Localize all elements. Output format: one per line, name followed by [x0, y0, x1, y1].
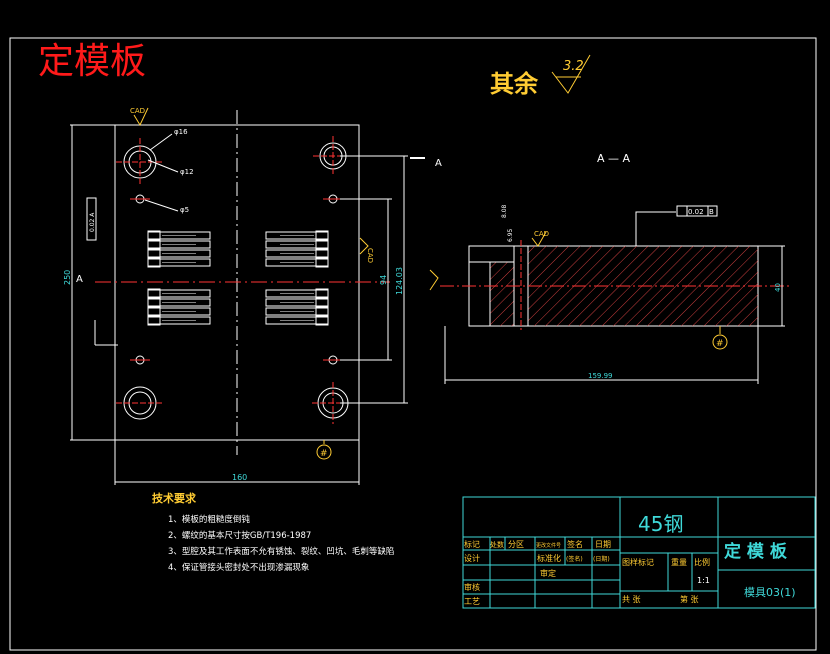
cell-ratio: 比例	[694, 557, 710, 567]
cell-process: 工艺	[464, 597, 480, 606]
tolerance-frame-side	[86, 197, 97, 241]
cell-total: 共 张	[622, 595, 641, 604]
tech-item: 1、模板的粗糙度倒钝	[168, 514, 250, 525]
datum-symbol-section-icon	[712, 334, 728, 350]
dim-section-top2: 8.08	[501, 204, 508, 218]
cell-sign: 签名	[567, 539, 583, 549]
cell-design: 设计	[464, 553, 480, 563]
cad-roughness-left-icon	[429, 269, 439, 291]
drawing-number: 模具03(1)	[744, 586, 796, 599]
tech-title: 技术要求	[152, 491, 197, 505]
front-view: 250 160 94 124.03 φ16 φ12 φ5 CAD CAD A	[63, 107, 442, 485]
dim-d16: φ16	[174, 128, 188, 136]
cell-date2: (日期)	[593, 555, 610, 563]
tech-item: 4、保证管接头密封处不出现渗漏现象	[168, 562, 310, 573]
flatness-value: 0.02	[688, 208, 704, 216]
cell-sheet: 第 张	[680, 594, 699, 604]
dim-124: 124.03	[395, 267, 404, 295]
cavity-inserts	[147, 230, 329, 326]
cad-roughness-icon: CAD	[130, 107, 149, 127]
tolerance-side: 0.02 A	[89, 212, 96, 232]
flatness-datum: B	[709, 208, 714, 216]
dim-section-len: 159.99	[588, 372, 613, 380]
section-mark-top: A	[435, 158, 442, 169]
scale: 1:1	[697, 576, 710, 585]
material: 45钢	[638, 512, 683, 536]
section-view: A — A 159.99 40 6.95 8.08 0.02 B CAD	[429, 152, 790, 384]
cell-standard: 标准化	[537, 553, 561, 563]
section-mark-left: A	[76, 274, 83, 285]
flatness-frame	[676, 205, 718, 217]
cell-weight: 重量	[671, 557, 687, 567]
tech-item: 3、型腔及其工作表面不允有锈蚀、裂纹、凹坑、毛刺等缺陷	[168, 546, 394, 557]
tech-item: 2、螺纹的基本尺寸按GB/T196-1987	[168, 530, 311, 541]
guide-hole-top-left	[116, 138, 164, 186]
screw-hole-right-bottom	[323, 355, 343, 365]
roughness-symbol-icon	[551, 54, 591, 94]
section-title: A — A	[597, 152, 631, 165]
screw-hole-left-bottom	[130, 355, 150, 365]
title-block-text: 45钢 定 模 板 模具03(1) 1:1 标记 处数 分区 更改文件号 签名 …	[464, 512, 796, 606]
roughness-value: 3.2	[563, 59, 584, 74]
screw-hole-left-top	[130, 194, 150, 204]
svg-text:CAD: CAD	[534, 230, 549, 238]
cad-roughness-section-icon: CAD	[531, 230, 549, 247]
header-title: 定模板	[38, 41, 146, 82]
cavity-group	[147, 288, 211, 326]
dim-d12: φ12	[180, 168, 194, 176]
screw-hole-right-top	[323, 194, 343, 204]
cell-date: 日期	[595, 540, 611, 549]
dim-section-top: 6.95	[507, 228, 514, 242]
cell-change-doc: 更改文件号	[536, 542, 561, 549]
dim-250: 250	[63, 270, 72, 285]
dim-94: 94	[379, 275, 388, 285]
cell-zone: 分区	[508, 540, 524, 549]
datum-symbol-icon	[316, 444, 332, 460]
guide-hole-bottom-left	[116, 386, 164, 420]
cell-approve: 审定	[540, 568, 556, 578]
dim-d5: φ5	[180, 206, 189, 214]
cell-sign2: (签名)	[566, 555, 583, 563]
cad-roughness-side-icon: CAD	[359, 237, 374, 263]
drawing-frame	[9, 37, 817, 651]
dim-section-h: 40	[774, 283, 782, 292]
cell-mark: 标记	[464, 539, 480, 549]
cavity-group	[265, 288, 329, 326]
roughness-label: 其余	[490, 70, 539, 98]
svg-text:CAD: CAD	[130, 107, 145, 115]
title-block	[462, 496, 816, 609]
cell-review: 审核	[464, 582, 480, 592]
cavity-group	[147, 230, 211, 268]
cell-count: 处数	[490, 540, 504, 549]
part-name: 定 模 板	[724, 541, 788, 562]
technical-requirements: 技术要求 1、模板的粗糙度倒钝 2、螺纹的基本尺寸按GB/T196-1987 3…	[152, 491, 394, 573]
cell-stage-mark: 图样标记	[622, 557, 654, 567]
svg-text:CAD: CAD	[366, 248, 374, 263]
datum-label: #	[320, 449, 328, 459]
datum-label-section: #	[716, 339, 724, 349]
dim-160: 160	[232, 473, 247, 482]
cavity-group	[265, 230, 329, 268]
